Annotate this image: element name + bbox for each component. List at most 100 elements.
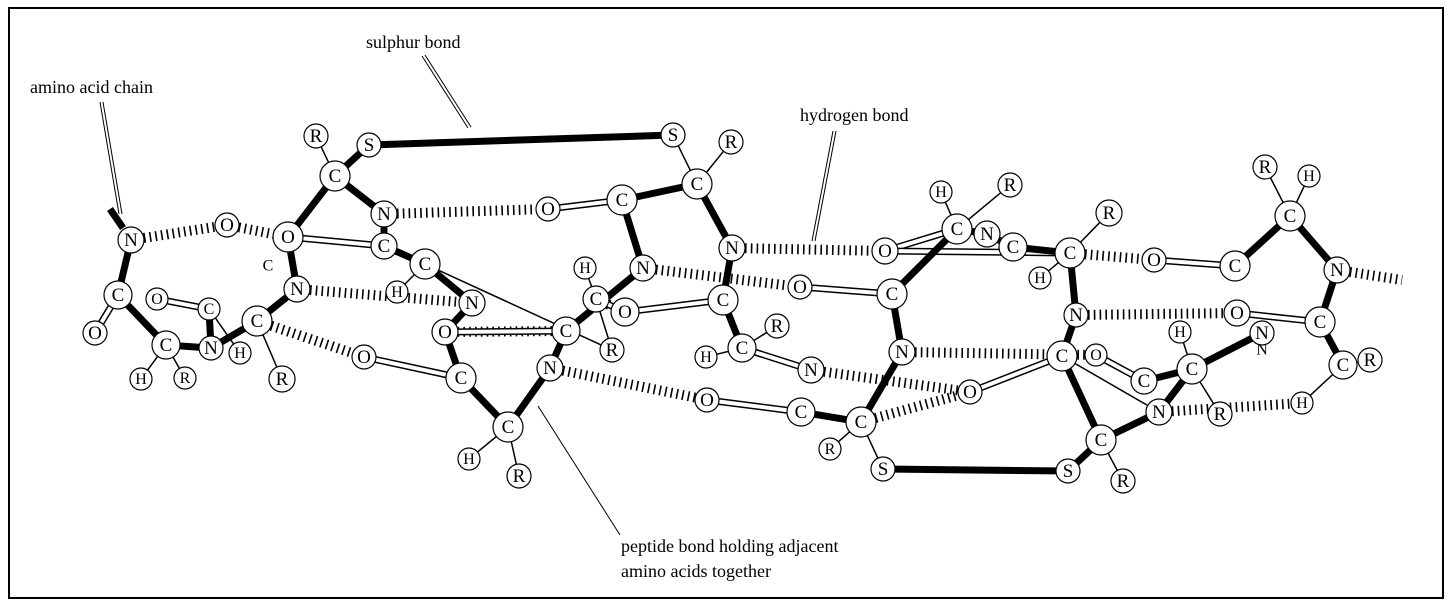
oxygen-symbol: O <box>618 302 632 323</box>
nitrogen-atom: N <box>888 338 916 366</box>
single-bond <box>587 278 593 287</box>
amino-acid-chain-leader <box>99 101 120 215</box>
carbon-symbol: C <box>717 290 730 311</box>
carbon-atom: C <box>445 362 477 394</box>
oxygen-symbol: O <box>1230 303 1244 324</box>
backbone-bond <box>117 249 132 285</box>
oxygen-atom: O <box>82 320 108 346</box>
single-bond <box>404 274 415 285</box>
nitrogen-atom: N <box>1249 320 1275 346</box>
r-group-atom: R <box>506 463 532 489</box>
carbon-atom: C <box>876 278 908 310</box>
r-group-symbol: R <box>513 466 526 487</box>
hydrogen-symbol: H <box>391 284 403 301</box>
carbon-atom: C <box>1085 424 1117 456</box>
carbon-atom: C <box>103 280 133 310</box>
single-bond <box>510 441 518 465</box>
r-group-symbol: R <box>771 316 784 337</box>
carbon-atom: C <box>998 232 1028 262</box>
backbone-bond <box>811 410 850 424</box>
single-bond <box>716 350 729 356</box>
carbon-symbol: C <box>455 368 468 389</box>
carbon-atom: C <box>941 213 973 245</box>
carbon-symbol: C <box>590 289 603 310</box>
hydrogen-symbol: H <box>579 260 591 277</box>
oxygen-atom: O <box>272 221 304 253</box>
double-bond-fill <box>638 299 709 313</box>
hydrogen-bond-label: hydrogen bond <box>800 105 908 125</box>
backbone-bond <box>865 359 899 413</box>
backbone-bond <box>1242 222 1283 260</box>
sulphur-symbol: S <box>878 459 889 480</box>
sulphur-atom: S <box>1055 458 1081 484</box>
backbone-bond <box>343 181 378 210</box>
nitrogen-symbol: N <box>204 338 218 359</box>
nitrogen-symbol: N <box>465 293 479 314</box>
r-group-atom: R <box>718 129 744 155</box>
r-group-atom: R <box>1095 199 1123 227</box>
nitrogen-atom: N <box>117 226 145 254</box>
nitrogen-symbol: N <box>1330 260 1344 281</box>
nitrogen-symbol: N <box>804 360 818 381</box>
carbon-symbol: C <box>1337 355 1350 376</box>
backbone-bond <box>633 183 686 201</box>
double-bond-fill <box>896 231 944 250</box>
oxygen-atom: O <box>535 196 561 222</box>
oxygen-atom: O <box>431 318 459 346</box>
chain-start-bond <box>107 207 126 230</box>
double-bond-fill <box>559 199 608 210</box>
carbon-atom: C <box>1054 237 1086 269</box>
carbon-atom: C <box>197 297 221 321</box>
carbon-atom: C <box>1046 340 1078 372</box>
carbon-atom: C <box>370 232 398 260</box>
double-bond-fill <box>897 249 1056 255</box>
nitrogen-symbol: N <box>1255 323 1269 344</box>
backbone-bond <box>1063 322 1076 346</box>
double-bond-fill <box>718 399 788 413</box>
backbone-bond <box>342 149 364 170</box>
carbon-atom: C <box>1328 350 1358 380</box>
oxygen-atom: O <box>787 274 813 300</box>
backbone-bond <box>551 340 564 360</box>
carbon-symbol: C <box>1007 237 1020 258</box>
double-bond-fill <box>375 357 447 377</box>
backbone-bond <box>287 248 299 280</box>
single-bond <box>866 435 879 459</box>
oxygen-atom: O <box>1141 247 1167 273</box>
single-bond <box>705 150 725 173</box>
single-bond <box>677 145 692 171</box>
nitrogen-symbol: N <box>290 279 304 300</box>
sulphur-atom: S <box>660 122 686 148</box>
r-group-atom: R <box>764 313 790 339</box>
carbon-atom: C <box>786 397 816 427</box>
single-bond <box>837 431 851 443</box>
carbon-symbol: C <box>160 335 173 356</box>
nitrogen-atom: N <box>458 289 486 317</box>
nitrogen-atom: N <box>1145 398 1173 426</box>
r-group-symbol: R <box>1004 175 1017 196</box>
nitrogen-symbol: N <box>895 342 909 363</box>
r-group-symbol: R <box>606 340 619 361</box>
double-bond-fill <box>1104 358 1134 377</box>
backbone-bond <box>392 247 415 262</box>
carbon-symbol: C <box>886 284 899 305</box>
backbone-bonds <box>107 131 1340 475</box>
hydrogen-bond <box>874 390 960 423</box>
single-bond <box>1309 373 1334 397</box>
sulphur-symbol: S <box>364 135 375 156</box>
carbon-atom: C <box>1304 306 1336 338</box>
oxygen-symbol: O <box>963 382 977 403</box>
backbone-bond <box>722 257 734 289</box>
double-bond-fill <box>457 329 553 334</box>
carbon-symbol: C <box>795 402 808 423</box>
backbone-bond <box>293 184 330 229</box>
single-bond <box>1269 177 1284 203</box>
backbone-bond <box>622 210 643 260</box>
backbone-bond <box>467 385 502 420</box>
hydrogen-symbol: H <box>935 184 947 201</box>
r-group-atom: R <box>1207 401 1233 427</box>
r-group-symbol: R <box>1259 157 1272 178</box>
sulphur-atom: S <box>356 132 382 158</box>
nitrogen-symbol: N <box>377 204 391 225</box>
nitrogen-atom: N <box>629 254 657 282</box>
